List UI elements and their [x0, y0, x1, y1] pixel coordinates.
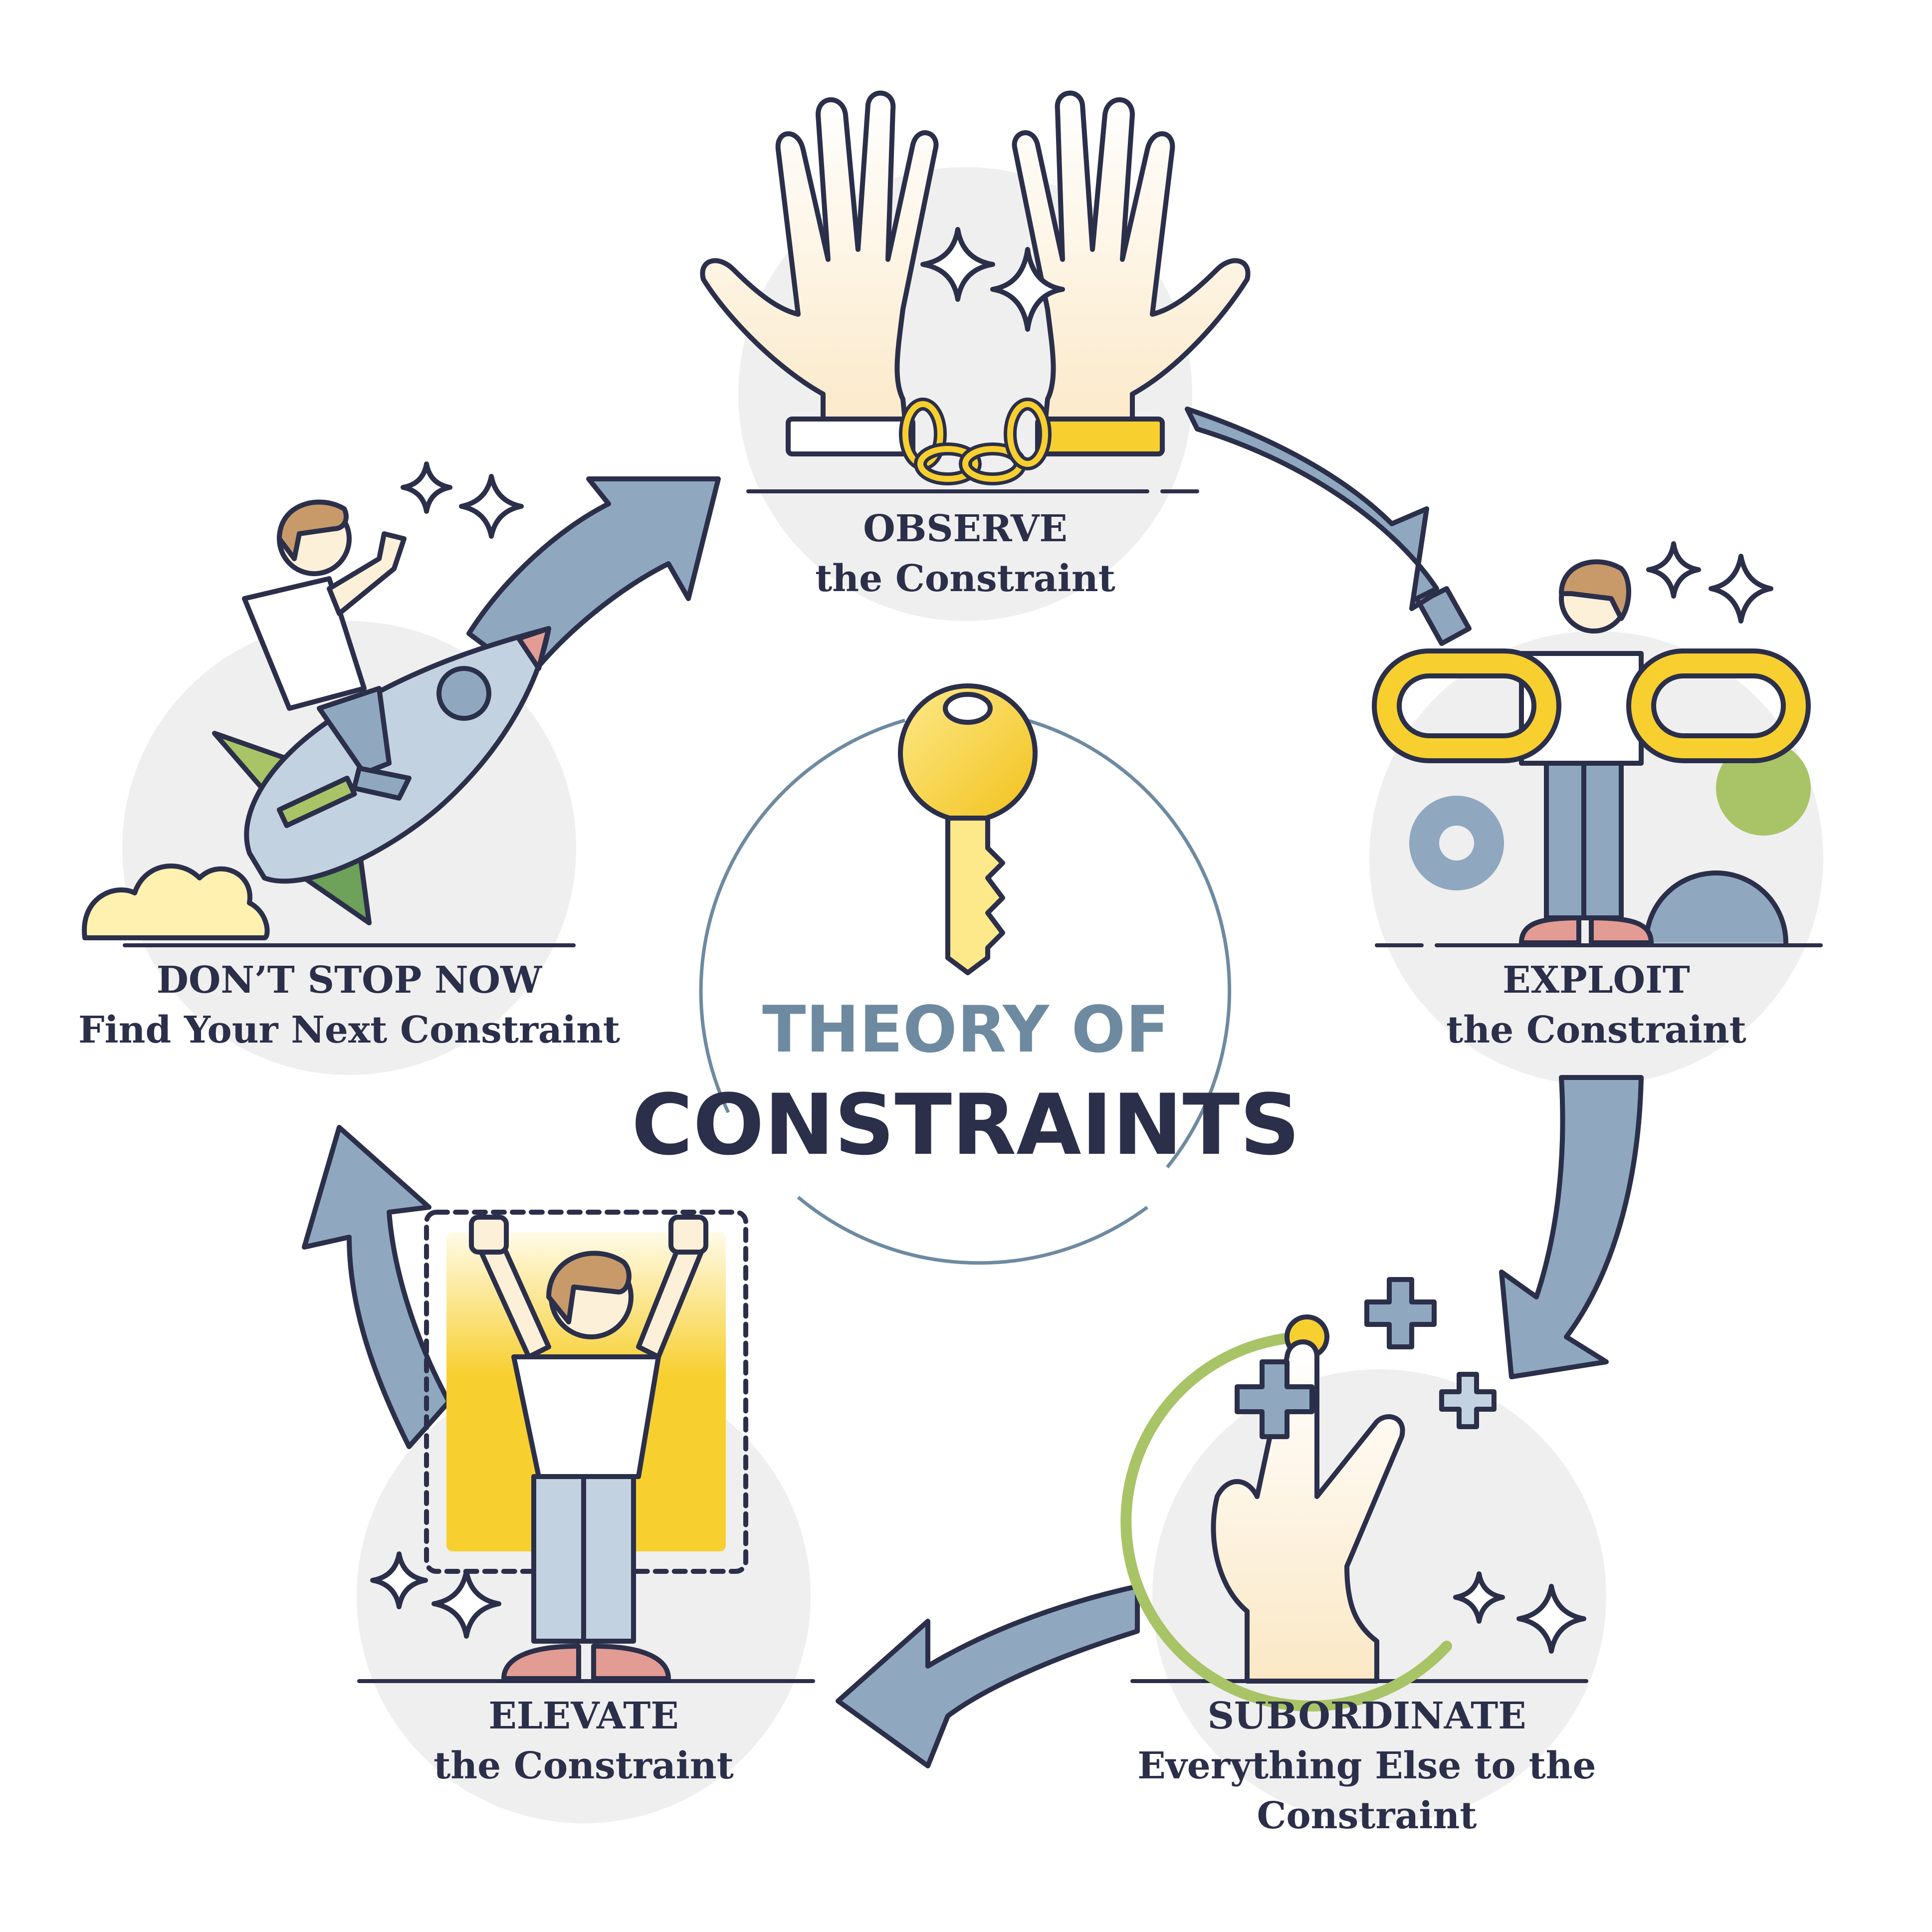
observe-label: OBSERVE the Constraint [766, 504, 1165, 604]
chain-links-person-icon [1372, 541, 1811, 945]
observe-heading: OBSERVE [863, 507, 1068, 550]
exploit-label: EXPLOIT the Constraint [1397, 955, 1796, 1055]
key-icon [898, 683, 1038, 975]
exploit-subtitle: the Constraint [1446, 1009, 1746, 1052]
elevate-subtitle: the Constraint [433, 1744, 734, 1787]
title-line-1: THEORY OF [762, 993, 1169, 1067]
arrow-dontstop-to-observe [466, 476, 721, 681]
exploit-heading: EXPLOIT [1503, 959, 1690, 1002]
dontstop-subtitle: Find Your Next Constraint [78, 1009, 620, 1052]
pointing-hand-icon [1120, 1277, 1586, 1712]
subordinate-label: SUBORDINATE Everything Else to the Const… [1117, 1691, 1616, 1841]
arrow-exploit-to-subordinate [1499, 1075, 1644, 1379]
subordinate-heading: SUBORDINATE [1207, 1695, 1526, 1737]
subordinate-subtitle-line1: Everything Else to the [1137, 1744, 1596, 1787]
subordinate-subtitle-line2: Constraint [1257, 1794, 1477, 1837]
dontstop-heading: DON’T STOP NOW [156, 959, 542, 1002]
arrow-elevate-to-dontstop [302, 1125, 451, 1449]
raised-arms-person-icon [370, 1210, 748, 1681]
title-line-2: CONSTRAINTS [631, 1076, 1300, 1174]
cycle-arrows [302, 407, 1644, 1768]
elevate-label: ELEVATE the Constraint [384, 1691, 783, 1791]
arrow-observe-to-exploit [1185, 407, 1472, 646]
dontstop-label: DON’T STOP NOW Find Your Next Constraint [75, 955, 624, 1055]
arrow-subordinate-to-elevate [836, 1584, 1140, 1768]
center-ring [699, 718, 1232, 1265]
shackled-hands-icon [700, 90, 1251, 485]
rocket-rider-icon [82, 461, 551, 940]
observe-subtitle: the Constraint [815, 557, 1115, 600]
elevate-heading: ELEVATE [488, 1695, 679, 1737]
